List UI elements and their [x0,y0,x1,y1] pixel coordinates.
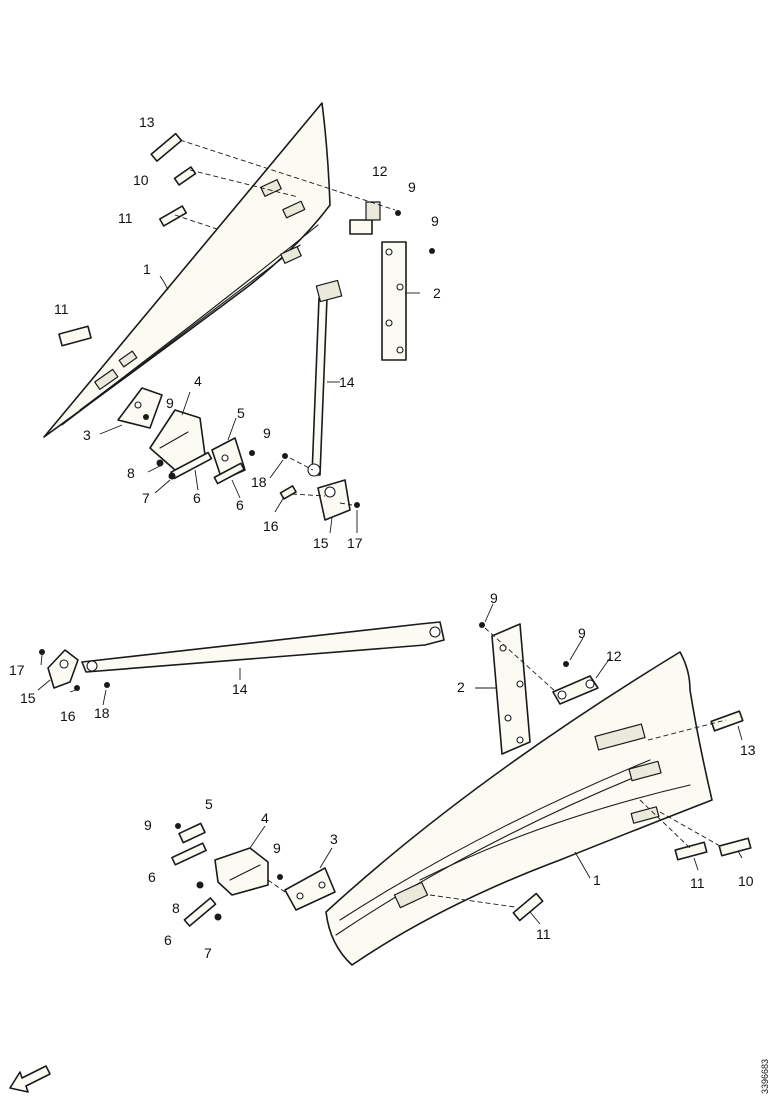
upper-callout-13: 13 [139,114,155,130]
upper-callout-11-top: 11 [118,210,133,226]
upper-part-1-panel [43,102,331,438]
upper-part-15-bracket [317,479,351,521]
lower-callout-1: 1 [593,872,601,888]
lower-callout-18: 18 [94,705,110,721]
upper-part-14-rod [307,279,343,477]
lower-part-5-hinge-plate [178,822,206,844]
lower-part-9-nut-plate [277,874,283,880]
lower-callout-8: 8 [172,900,180,916]
upper-callout-2: 2 [433,285,441,301]
upper-part-12-bracket [349,201,381,235]
lower-part-16-bolt [74,685,80,691]
upper-callout-9-a: 9 [408,179,416,195]
upper-callout-9-c: 9 [166,395,174,411]
upper-callout-16: 16 [263,518,279,534]
lower-callout-9-a: 9 [490,590,498,606]
upper-part-9-nut-a [395,210,401,216]
lower-part-9-nut-hinge [175,823,181,829]
lower-callout-15: 15 [20,690,36,706]
lower-callout-5: 5 [205,796,213,812]
lower-part-6-pin-a [171,842,207,866]
upper-callout-9-b: 9 [431,213,439,229]
upper-callout-4: 4 [194,373,202,389]
upper-part-4-hinge-bracket [149,409,206,471]
upper-part-8-nut [156,459,164,467]
lower-callout-16: 16 [60,708,76,724]
upper-part-13-bolt [150,132,183,162]
upper-part-11-clip-left [58,325,92,347]
lower-part-3-hinge [284,867,336,911]
lower-callout-13: 13 [740,742,756,758]
upper-callout-12: 12 [372,163,388,179]
lower-part-10-bolt [718,837,752,857]
upper-part-2-plate [381,241,407,361]
lower-part-17-nut [39,649,45,655]
lower-callout-9-c: 9 [144,817,152,833]
lower-part-9-nut-a [479,622,485,628]
lower-part-2-plate [491,623,531,755]
upper-callout-17: 17 [347,535,363,551]
lower-callout-2: 2 [457,679,465,695]
upper-callout-10: 10 [133,172,149,188]
upper-callout-14: 14 [339,374,355,390]
upper-part-7-nut [168,472,176,480]
lower-callout-9-d: 9 [273,840,281,856]
lower-callout-12: 12 [606,648,622,664]
upper-part-11-clip-top [158,205,188,227]
lower-part-9-nut-b [563,661,569,667]
lower-callout-4: 4 [261,810,269,826]
upper-part-9-nut-b [429,248,435,254]
upper-part-9-nut-hinge [143,414,149,420]
upper-callout-1: 1 [143,261,151,277]
lower-part-15-bracket [47,649,79,689]
lower-callout-9-b: 9 [578,625,586,641]
lower-callout-11-right: 11 [690,875,705,891]
upper-callout-8: 8 [127,465,135,481]
upper-callout-9-d: 9 [263,425,271,441]
upper-part-6-pin-b [213,462,245,485]
lower-part-8-nut [196,881,204,889]
upper-callout-5: 5 [237,405,245,421]
upper-callout-3: 3 [83,427,91,443]
upper-callout-6-b: 6 [236,497,244,513]
upper-part-3-hinge [117,387,163,429]
lower-part-14-rod [81,621,445,673]
upper-part-18-washer [282,453,288,459]
upper-part-17-nut [354,502,360,508]
upper-callout-15: 15 [313,535,329,551]
upper-callout-6-a: 6 [193,490,201,506]
lower-callout-6-a: 6 [148,869,156,885]
upper-callout-11-left: 11 [54,301,69,317]
arrow-icon [9,1065,51,1093]
lower-part-1-panel [325,651,713,966]
upper-part-10-bolt [173,166,197,186]
lower-part-13-bolt [710,710,744,732]
lower-callout-3: 3 [330,831,338,847]
reference-number: 3396683 [760,1059,770,1094]
lower-part-11-clip-right [674,841,708,861]
upper-part-9-nut-plate [249,450,255,456]
upper-callout-7: 7 [142,490,150,506]
upper-part-16-bolt [279,485,297,500]
lower-part-12-bracket [552,675,599,705]
lower-callout-10: 10 [738,873,754,889]
upper-exploded-view: 13 10 11 12 9 9 2 1 11 14 3 4 9 5 9 8 7 … [43,102,441,551]
upper-callout-18: 18 [251,474,267,490]
lower-part-6-pin-b [183,897,217,927]
lower-callout-17: 17 [9,662,25,678]
lower-callout-7: 7 [204,945,212,961]
lower-callout-14: 14 [232,681,248,697]
lower-callout-6-b: 6 [164,932,172,948]
lower-part-11-clip-lower [512,892,544,922]
lower-part-18-washer [104,682,110,688]
lower-exploded-view: 9 9 12 2 17 15 16 18 14 13 9 5 4 6 9 3 8… [9,590,756,966]
lower-part-7-nut [214,913,222,921]
lower-callout-11-lower: 11 [536,926,551,942]
lower-part-4-hinge-bracket [214,847,269,896]
